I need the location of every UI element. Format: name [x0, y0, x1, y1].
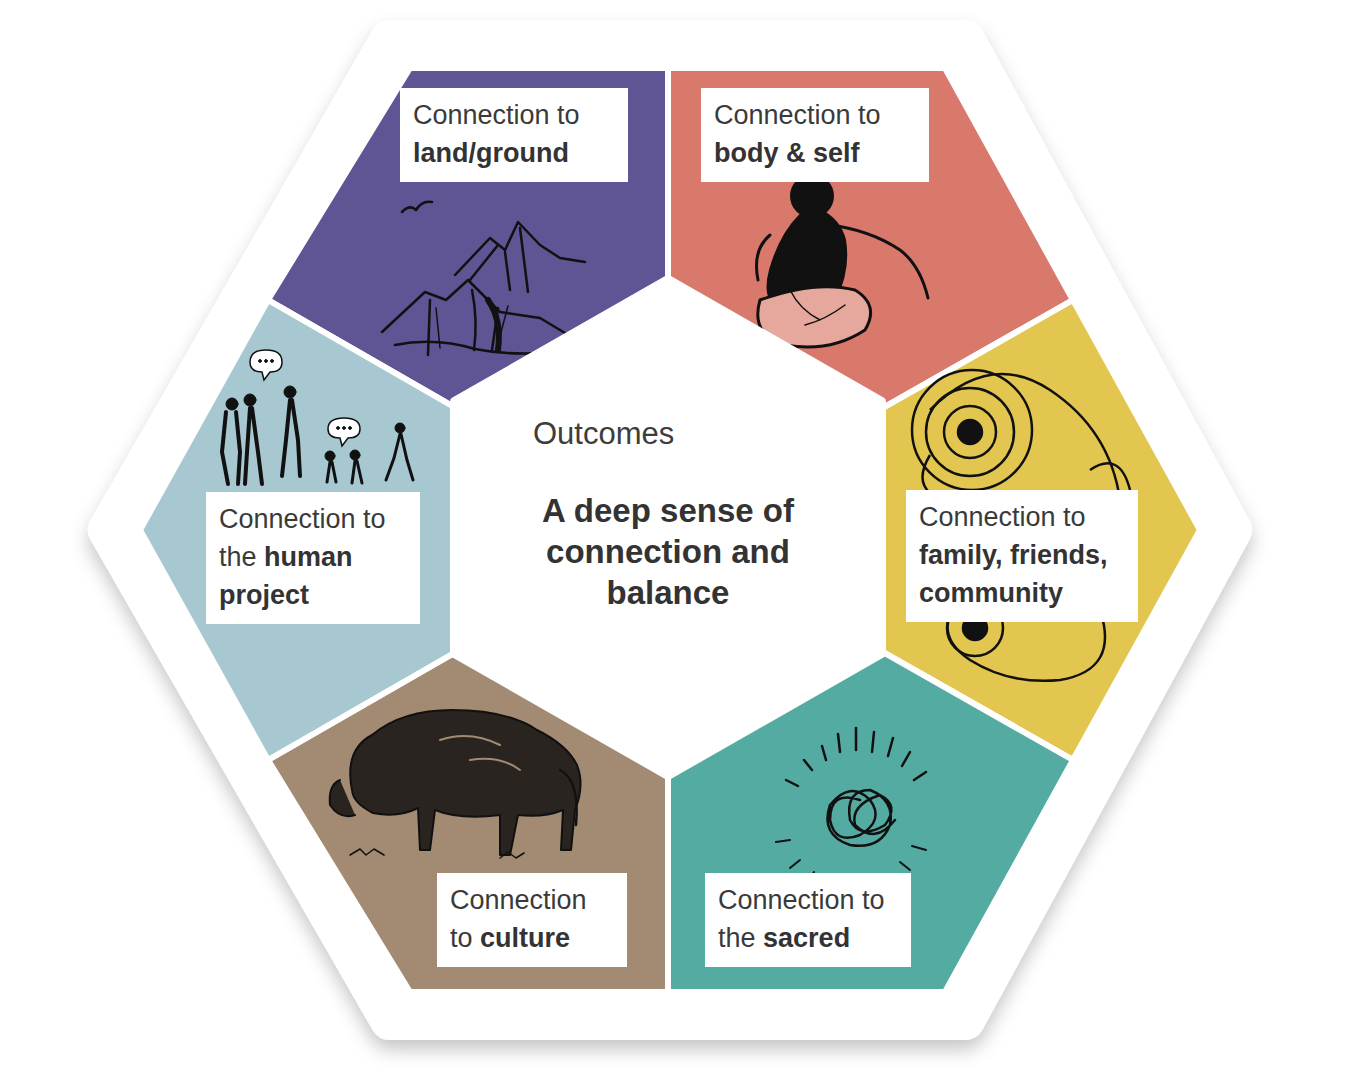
text-holder: Connection to land/ground: [413, 96, 616, 172]
label-lead: Connection to: [919, 502, 1086, 532]
people-sketch: [222, 350, 413, 484]
sacred-sketch: [776, 728, 926, 882]
mountain-sketch: [382, 202, 585, 355]
text-holder: Connection to family, friends, community: [919, 498, 1126, 612]
label-box: Connection to land/ground: [400, 88, 628, 182]
label-keyword: family, friends, community: [919, 540, 1108, 608]
bison-sketch: [330, 710, 581, 858]
label-keyword: sacred: [763, 923, 850, 953]
outcome-hexagon: Outcomes A deep sense of connection and b…: [450, 275, 886, 780]
text-holder: Connection to the human project: [219, 500, 408, 614]
outer-hexagon: [108, 40, 1232, 1020]
label-keyword: land/ground: [413, 138, 569, 168]
label-lead: Connection to: [413, 100, 580, 130]
label-box: Connection to family, friends, community: [906, 490, 1138, 622]
outcome-heading: Outcomes: [533, 416, 803, 452]
label-box: Connection to the human project: [206, 492, 420, 624]
label-keyword: body & self: [714, 138, 860, 168]
label-lead: Connection to: [714, 100, 881, 130]
text-holder: Connection to the sacred: [718, 881, 899, 957]
text-holder: OutcomesA deep sense of connection and b…: [533, 442, 803, 613]
outcome-text: A deep sense of connection and balance: [533, 490, 803, 613]
label-box: Connection to body & self: [701, 88, 929, 182]
label-keyword: culture: [480, 923, 570, 953]
figure-sketch: [757, 174, 929, 347]
label-box: Connection to the sacred: [705, 873, 911, 967]
text-holder: Connection to body & self: [714, 96, 917, 172]
text-holder: Connection to culture: [450, 881, 615, 957]
label-box: Connection to culture: [437, 873, 627, 967]
